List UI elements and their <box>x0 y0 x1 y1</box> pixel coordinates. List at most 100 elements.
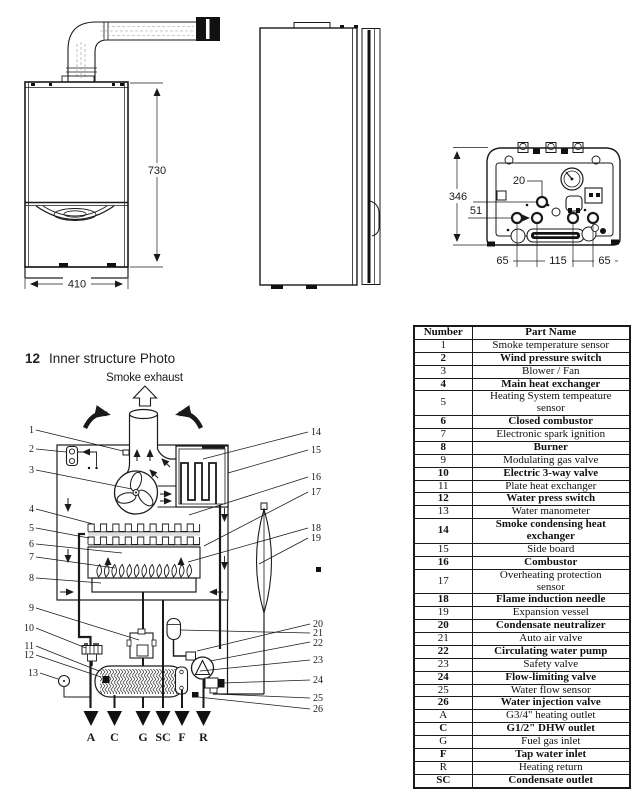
callout-label: 11 <box>24 641 34 652</box>
smoke-exhaust-arrow-icon <box>132 385 158 407</box>
boiler-front-outline <box>24 81 129 279</box>
callout-label: 14 <box>311 427 321 438</box>
callout-label: 10 <box>24 623 34 634</box>
outlet-letter: SC <box>155 730 170 744</box>
part-number-cell: 17 <box>413 568 473 595</box>
rear-bottom-dim-left: 65 <box>496 255 508 267</box>
section-number: 12 <box>25 351 41 366</box>
burner <box>91 577 197 593</box>
gas-valve <box>126 628 157 659</box>
three-way-valve <box>81 643 103 666</box>
part-number-cell: 4 <box>413 377 473 392</box>
part-number-cell: F <box>413 747 473 762</box>
fan-icon <box>113 458 176 515</box>
rear-ports <box>506 203 600 232</box>
part-number-cell: 9 <box>413 453 473 468</box>
part-number-cell: R <box>413 760 473 775</box>
part-name-cell: Main heat exchanger <box>471 377 631 392</box>
part-name-cell: Safety valve <box>471 657 631 672</box>
dim-346: 346 <box>443 147 488 246</box>
pump-icon <box>185 600 222 680</box>
part-name-column-header: Part Name <box>471 325 631 340</box>
callout-label: 2 <box>29 444 34 455</box>
flue-pipe <box>61 17 220 83</box>
smoke-exhaust-label: Smoke exhaust <box>106 372 184 384</box>
flue-socket <box>565 195 583 213</box>
part-name-cell: Fuel gas inlet <box>471 735 631 749</box>
callout-label: 21 <box>313 628 323 639</box>
part-name-cell: Closed combustor <box>471 415 631 429</box>
part-number-cell: 20 <box>413 619 473 633</box>
part-name-cell: Electric 3-way valve <box>471 466 631 481</box>
rotation-arrow-left-icon <box>82 405 111 430</box>
side-view-drawing <box>259 22 381 289</box>
part-name-cell: Overheating protection sensor <box>471 568 631 595</box>
callout-label: 5 <box>29 523 34 534</box>
part-number-cell: 24 <box>413 670 473 685</box>
part-name-cell: Water press switch <box>471 492 631 507</box>
part-name-cell: G1/2" DHW outlet <box>471 722 631 736</box>
pipe-port <box>535 195 549 209</box>
part-name-cell: Smoke condensing heat exchanger <box>471 518 631 544</box>
water-manometer <box>57 674 91 698</box>
terminal-box <box>584 187 603 204</box>
part-name-cell: Flow-limiting valve <box>471 670 631 685</box>
callout-label: 23 <box>313 655 323 666</box>
front-height-dim: 730 <box>148 165 166 177</box>
callout-label: 26 <box>313 704 323 715</box>
number-column-header: Number <box>413 325 473 340</box>
part-number-cell: 6 <box>413 415 473 429</box>
wind-pressure-switch <box>65 445 98 470</box>
callout-label: 9 <box>29 603 34 614</box>
fin-heat-exchanger <box>175 445 229 600</box>
callout-label: 4 <box>29 504 34 515</box>
part-name-cell: Burner <box>471 440 631 455</box>
part-number-cell: 1 <box>413 338 473 353</box>
part-number-cell: 19 <box>413 606 473 621</box>
bottom-view-drawing: 20 51 <box>443 142 621 267</box>
callout-label: 17 <box>311 487 321 498</box>
part-number-cell: 26 <box>413 696 473 711</box>
part-number-cell: 2 <box>413 351 473 366</box>
callout-label: 20 <box>313 619 323 630</box>
callout-label: 22 <box>313 638 323 649</box>
part-name-cell: Heating System tempeature sensor <box>471 390 631 417</box>
part-number-cell: G <box>413 735 473 749</box>
part-name-cell: Combustor <box>471 555 631 570</box>
callout-label: 8 <box>29 573 34 584</box>
dim-410: 410 <box>24 277 129 291</box>
part-name-cell: Auto air valve <box>471 632 631 646</box>
burner-flames <box>96 563 192 578</box>
part-name-cell: Water flow sensor <box>471 683 631 698</box>
outlet-letter: G <box>138 730 147 744</box>
part-name-cell: Flame induction needle <box>471 593 631 608</box>
outlet-letter: R <box>199 730 208 744</box>
rear-offset-dim: 51 <box>470 205 482 217</box>
part-number-cell: 15 <box>413 542 473 557</box>
front-width-dim: 410 <box>68 279 86 291</box>
callout-label: 24 <box>313 675 323 686</box>
part-number-cell: 25 <box>413 683 473 698</box>
